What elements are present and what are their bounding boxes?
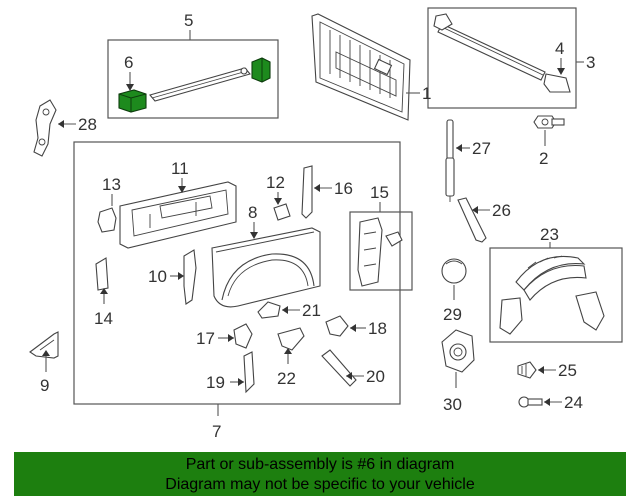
part-2-bolt xyxy=(533,115,565,129)
callout-11: 11 xyxy=(171,159,189,178)
arrow-17 xyxy=(228,334,234,342)
callout-13: 13 xyxy=(102,175,121,194)
callout-5: 5 xyxy=(184,11,193,30)
arrow-28 xyxy=(58,120,64,128)
arrow-9 xyxy=(42,350,50,356)
arrow-6 xyxy=(126,84,134,91)
banner-line-2: Diagram may not be specific to your vehi… xyxy=(165,476,475,493)
part-29-fuel-door xyxy=(441,258,467,284)
arrow-22 xyxy=(284,348,292,354)
arrow-4 xyxy=(557,68,565,75)
part-11-inner-panel xyxy=(119,181,237,249)
arrow-16 xyxy=(314,184,320,192)
callout-22: 22 xyxy=(277,369,296,388)
part-19-strip xyxy=(243,351,255,394)
group-frame-15 xyxy=(349,211,413,291)
arrow-25 xyxy=(538,366,544,374)
callout-24: 24 xyxy=(564,393,583,412)
banner-line-1: Part or sub-assembly is #6 in diagram xyxy=(185,456,455,473)
callout-25: 25 xyxy=(558,361,577,380)
callout-19: 19 xyxy=(206,373,225,392)
callout-17: 17 xyxy=(196,329,215,348)
arrow-20 xyxy=(346,372,352,380)
part-30-filler-housing xyxy=(441,329,475,373)
callout-8: 8 xyxy=(248,203,257,222)
part-1-tailgate xyxy=(311,13,411,121)
part-26-strip xyxy=(457,197,487,243)
part-6-rail-cap-highlighted xyxy=(118,89,147,113)
part-9-bracket xyxy=(29,331,59,359)
group-frame-7 xyxy=(73,141,401,405)
part-27-strut xyxy=(445,119,455,202)
callout-15: 15 xyxy=(370,183,389,202)
part-15-brace-assembly xyxy=(357,217,403,287)
callout-18: 18 xyxy=(368,319,387,338)
arrow-26 xyxy=(472,206,478,214)
arrow-10 xyxy=(178,272,184,280)
callout-29: 29 xyxy=(443,305,462,324)
part-bed-rail xyxy=(149,67,251,102)
callout-23: 23 xyxy=(540,225,559,244)
arrow-24 xyxy=(544,398,550,406)
part-17-bracket xyxy=(233,323,253,349)
part-12-block xyxy=(273,203,291,221)
part-25-clip xyxy=(517,361,537,379)
callout-26: 26 xyxy=(492,201,511,220)
part-20-strip xyxy=(321,349,357,387)
callout-30: 30 xyxy=(443,395,462,414)
part-18-bracket xyxy=(325,315,349,337)
arrow-14 xyxy=(100,288,108,294)
part-21-bracket xyxy=(257,301,281,319)
part-22-bracket xyxy=(277,327,305,351)
callout-12: 12 xyxy=(266,173,285,192)
group-frame-23 xyxy=(489,247,623,343)
part-8-outer-bed-side xyxy=(211,227,321,308)
info-banner: Part or sub-assembly is #6 in diagram Di… xyxy=(14,452,626,496)
part-14-panel xyxy=(95,257,109,291)
arrow-8 xyxy=(250,232,258,239)
callout-28: 28 xyxy=(78,115,97,134)
part-16-pillar xyxy=(301,165,313,219)
arrow-12 xyxy=(274,198,282,205)
callout-4: 4 xyxy=(555,39,564,58)
callout-3: 3 xyxy=(586,53,595,72)
arrow-11 xyxy=(178,186,186,193)
part-10-reinforcement xyxy=(183,249,197,305)
part-3-rail-assembly xyxy=(433,13,571,93)
arrow-21 xyxy=(282,306,288,314)
callout-1: 1 xyxy=(422,84,431,103)
callout-14: 14 xyxy=(94,309,113,328)
part-13-bracket xyxy=(97,207,117,233)
callout-16: 16 xyxy=(334,179,353,198)
callout-9: 9 xyxy=(40,376,49,395)
part-28-hinge xyxy=(33,99,57,157)
part-24-screw xyxy=(518,396,543,408)
callout-21: 21 xyxy=(302,301,321,320)
callout-2: 2 xyxy=(539,149,548,168)
callout-27: 27 xyxy=(472,139,491,158)
callout-7: 7 xyxy=(212,422,221,441)
group-frame-3 xyxy=(427,7,577,109)
part-rail-end-cap-green xyxy=(251,57,271,83)
group-frame-5 xyxy=(107,39,279,119)
arrow-19 xyxy=(238,378,244,386)
part-23-wheelhouse-liner xyxy=(499,255,605,335)
callout-20: 20 xyxy=(366,367,385,386)
arrow-18 xyxy=(350,324,356,332)
callout-6: 6 xyxy=(124,53,133,72)
arrow-27 xyxy=(456,144,462,152)
callout-10: 10 xyxy=(148,267,167,286)
